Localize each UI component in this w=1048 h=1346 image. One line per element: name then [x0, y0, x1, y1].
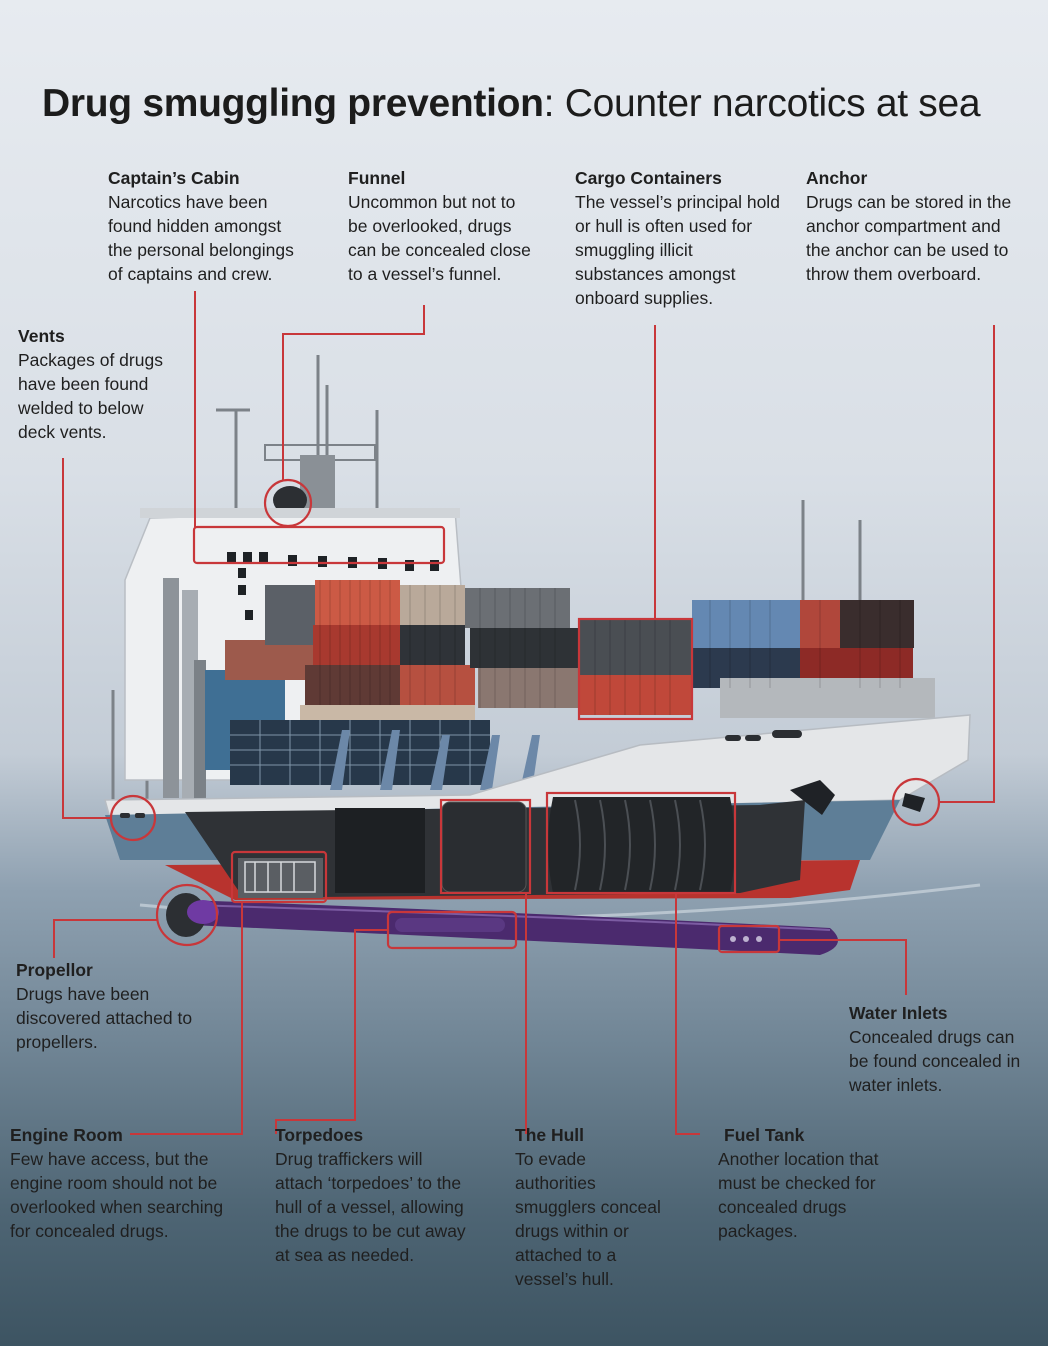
highlight-markers: [109, 478, 941, 954]
callout-torpedoes: Torpedoes Drug traffickers will attach ‘…: [275, 1123, 466, 1267]
callout-text: Drugs have been discovered attached to p…: [16, 984, 193, 1052]
callout-heading: Cargo Containers: [575, 168, 722, 188]
connector-lines: [53, 291, 995, 1135]
superstructure-windows: [227, 552, 439, 620]
callout-text: Few have access, but the engine room sho…: [10, 1149, 224, 1241]
callout-heading: Anchor: [806, 168, 868, 188]
callout-text: The vessel’s principal hold or hull is o…: [575, 192, 780, 308]
callout-heading: Propellor: [16, 960, 93, 980]
callout-text: Concealed drugs can be found concealed i…: [849, 1027, 1021, 1095]
callout-the-hull: The Hull To evade authorities smugglers …: [515, 1123, 661, 1291]
callout-text: To evade authorities smugglers conceal d…: [515, 1149, 661, 1289]
engine-block: [244, 861, 316, 893]
callout-engine-room: Engine Room Few have access, but the eng…: [10, 1123, 223, 1243]
callout-heading: Water Inlets: [849, 1003, 948, 1023]
callout-heading: Captain’s Cabin: [108, 168, 240, 188]
callout-heading: Funnel: [348, 168, 406, 188]
callout-heading: Engine Room: [10, 1125, 123, 1145]
callout-text: Another location that must be checked fo…: [718, 1149, 879, 1241]
hull-keel: [185, 900, 838, 955]
callout-text: Narcotics have been found hidden amongst…: [108, 192, 294, 284]
callout-heading: The Hull: [515, 1125, 585, 1145]
callout-heading: Torpedoes: [275, 1125, 364, 1145]
callout-heading: Fuel Tank: [724, 1125, 805, 1145]
callout-fuel-tank: Fuel Tank Another location that must be …: [718, 1123, 879, 1243]
callout-vents: Vents Packages of drugs have been found …: [18, 324, 163, 444]
callout-text: Uncommon but not to be overlooked, drugs…: [348, 192, 531, 284]
callout-text: Packages of drugs have been found welded…: [18, 350, 163, 442]
callout-anchor: Anchor Drugs can be stored in the anchor…: [806, 166, 1011, 286]
callout-funnel: Funnel Uncommon but not to be overlooked…: [348, 166, 531, 286]
callout-text: Drugs can be stored in the anchor compar…: [806, 192, 1012, 284]
callout-heading: Vents: [18, 326, 65, 346]
callout-text: Drug traffickers will attach ‘torpedoes’…: [275, 1149, 466, 1265]
callout-captains-cabin: Captain’s Cabin Narcotics have been foun…: [108, 166, 294, 286]
title-bold: Drug smuggling prevention: [42, 82, 544, 125]
container-ribs: [319, 580, 901, 715]
title-rest: : Counter narcotics at sea: [543, 82, 981, 125]
callout-cargo-containers: Cargo Containers The vessel’s principal …: [575, 166, 780, 310]
page-title: Drug smuggling prevention: Counter narco…: [42, 82, 981, 126]
callout-water-inlets: Water Inlets Concealed drugs can be foun…: [849, 1001, 1020, 1097]
callout-propellor: Propellor Drugs have been discovered att…: [16, 958, 192, 1054]
